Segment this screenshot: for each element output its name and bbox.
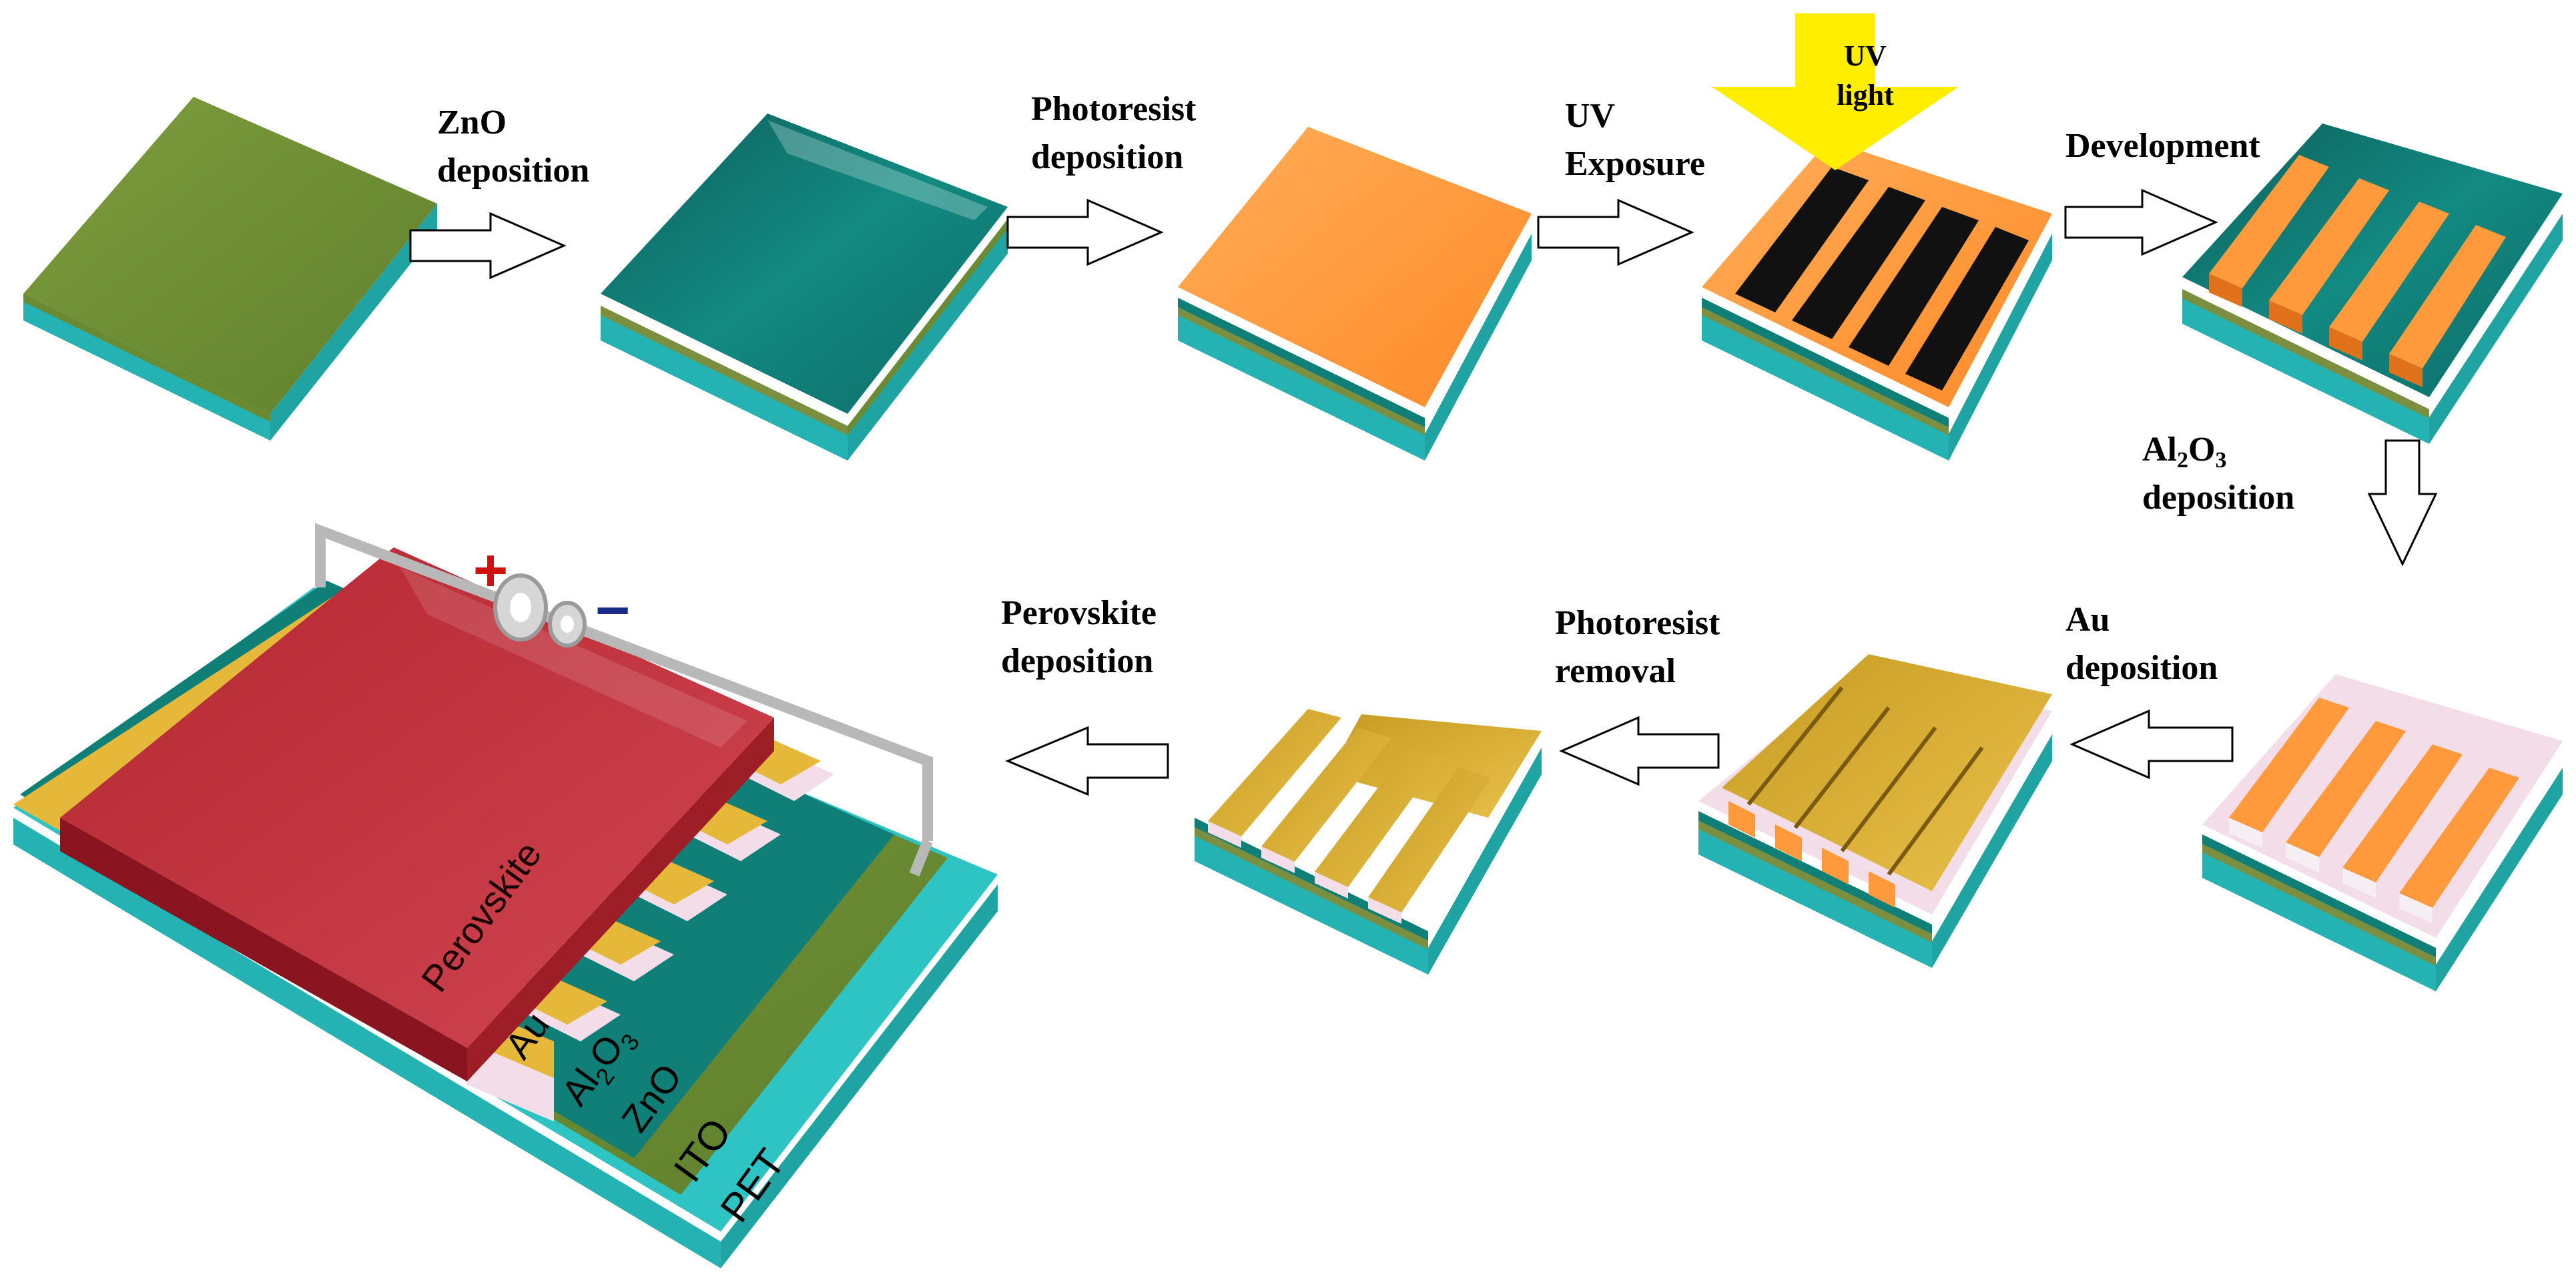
label-zno-2: deposition bbox=[437, 152, 589, 190]
uv-light-label-1: UV bbox=[1844, 39, 1887, 72]
substrate-al2o3 bbox=[2202, 674, 2563, 991]
uv-light-arrow: UV light bbox=[1712, 13, 1959, 170]
substrate-uv-exposure bbox=[1702, 140, 2052, 461]
plus-sign: + bbox=[473, 537, 509, 604]
arrow-right-3 bbox=[1537, 198, 1694, 266]
photoresist-ridge bbox=[2209, 155, 2329, 288]
label-removal-1: Photoresist bbox=[1555, 604, 1720, 642]
minus-sign: − bbox=[595, 577, 631, 644]
label-photoresist-2: deposition bbox=[1031, 138, 1183, 176]
mask-stripe bbox=[1905, 227, 2029, 391]
final-device: + − bbox=[13, 523, 998, 1268]
photoresist-ridge bbox=[2269, 178, 2389, 315]
label-perovskite-1: Perovskite bbox=[1001, 594, 1157, 632]
label-uv-1: UV bbox=[1565, 97, 1615, 135]
label-removal-2: removal bbox=[1555, 652, 1676, 690]
label-au-2: deposition bbox=[2065, 649, 2218, 687]
substrate-development bbox=[2182, 123, 2563, 444]
mask-stripe bbox=[1849, 207, 1979, 366]
label-al2o3-1: Al2O3 bbox=[2142, 431, 2226, 473]
photoresist-ridge bbox=[2389, 225, 2506, 368]
arrow-right-4 bbox=[2064, 188, 2218, 256]
label-perovskite-2: deposition bbox=[1001, 642, 1153, 680]
arrow-left-2 bbox=[1559, 716, 1720, 786]
arrow-right-2 bbox=[1006, 198, 1164, 266]
label-zno-1: ZnO bbox=[437, 103, 507, 142]
substrate-au bbox=[1698, 654, 2052, 968]
substrate-photoresist-removed bbox=[1195, 709, 1542, 975]
mask-stripe bbox=[1735, 167, 1869, 312]
meter-icon bbox=[493, 573, 587, 648]
process-arrows bbox=[409, 188, 2438, 796]
uv-light-label-2: light bbox=[1837, 79, 1894, 111]
label-photoresist-1: Photoresist bbox=[1031, 90, 1197, 128]
photoresist-ridge bbox=[2329, 202, 2449, 342]
arrow-left-1 bbox=[2069, 709, 2234, 780]
substrate-photoresist bbox=[1178, 127, 1532, 461]
substrate-zno bbox=[601, 113, 1008, 461]
substrate-ito bbox=[23, 97, 437, 441]
label-au-1: Au bbox=[2065, 601, 2110, 639]
mask-stripe bbox=[1792, 187, 1925, 339]
arrow-right-1 bbox=[409, 212, 567, 280]
arrow-down bbox=[2367, 439, 2438, 567]
step-labels: ZnO deposition Photoresist deposition UV… bbox=[437, 90, 2294, 690]
label-al2o3-2: deposition bbox=[2142, 479, 2294, 517]
label-development: Development bbox=[2065, 127, 2260, 165]
label-uv-2: Exposure bbox=[1565, 145, 1705, 183]
arrow-left-3 bbox=[1005, 726, 1169, 796]
